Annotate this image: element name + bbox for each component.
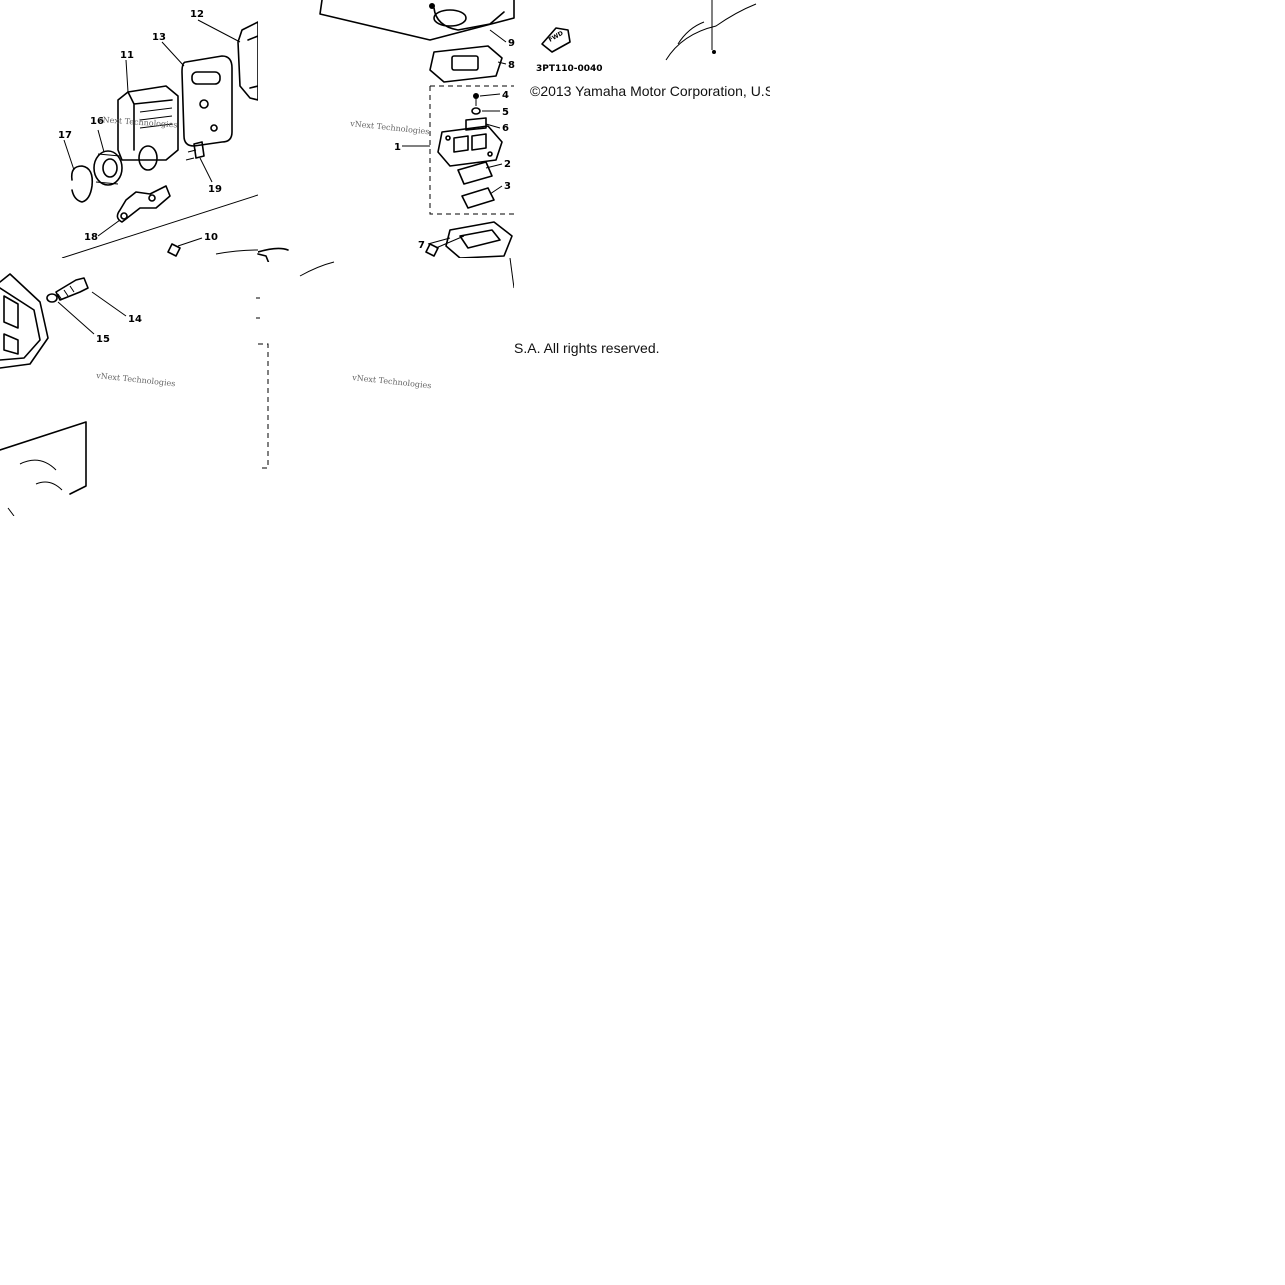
part-label-4: 4 [502, 90, 509, 101]
fwd-arrow-icon: FWD [541, 27, 571, 53]
exploded-view-right: FWD 3PT110-0040 [536, 0, 757, 74]
watermark: vNext Technologies [349, 119, 430, 136]
part-label-16: 16 [90, 116, 104, 127]
part-label-3: 3 [504, 181, 511, 192]
diagram-tile-center: 9 8 4 5 6 1 2 3 7 vNext Technologies [258, 0, 516, 258]
watermark: vNext Technologies [351, 373, 432, 390]
part-label-1: 1 [394, 142, 401, 153]
part-label-9: 9 [508, 38, 515, 49]
diagram-tile-part10: 10 [166, 226, 276, 262]
exploded-view-bottom-left: 14 15 vNext Technologies [0, 273, 269, 516]
exploded-view-center: 9 8 4 5 6 1 2 3 7 vNext Technologies [258, 0, 515, 258]
part-label-13: 13 [152, 32, 166, 43]
part-label-17: 17 [58, 130, 72, 141]
part-label-14: 14 [128, 314, 142, 325]
part-label-6: 6 [502, 123, 509, 134]
exploded-view-middle: vNext Technologies [299, 258, 514, 390]
part-label-10: 10 [204, 232, 218, 243]
part-label-18: 18 [84, 232, 98, 243]
part-label-2: 2 [504, 159, 511, 170]
part-label-5: 5 [502, 107, 509, 118]
exploded-view-left: 12 13 11 17 16 19 18 vNext Technologies [58, 9, 258, 258]
diagram-tile-right: FWD 3PT110-0040 [516, 0, 772, 80]
diagram-tile-bottom-left: 14 15 vNext Technologies [0, 258, 270, 516]
part-label-11: 11 [120, 50, 134, 61]
diagram-tile-left: 12 13 11 17 16 19 18 vNext Technologies [0, 0, 258, 258]
part-label-15: 15 [96, 334, 110, 345]
watermark: vNext Technologies [95, 371, 176, 388]
copyright-notice: ©2013 Yamaha Motor Corporation, U.S [530, 83, 770, 99]
part-label-19: 19 [208, 184, 222, 195]
part-label-8: 8 [508, 60, 515, 71]
part-label-12: 12 [190, 9, 204, 20]
svg-text:FWD: FWD [548, 30, 565, 44]
part-label-7: 7 [418, 240, 425, 251]
diagram-code: 3PT110-0040 [536, 64, 603, 74]
diagram-tile-middle: vNext Technologies [270, 258, 514, 408]
copyright-notice-bottom: S.A. All rights reserved. [514, 340, 660, 356]
